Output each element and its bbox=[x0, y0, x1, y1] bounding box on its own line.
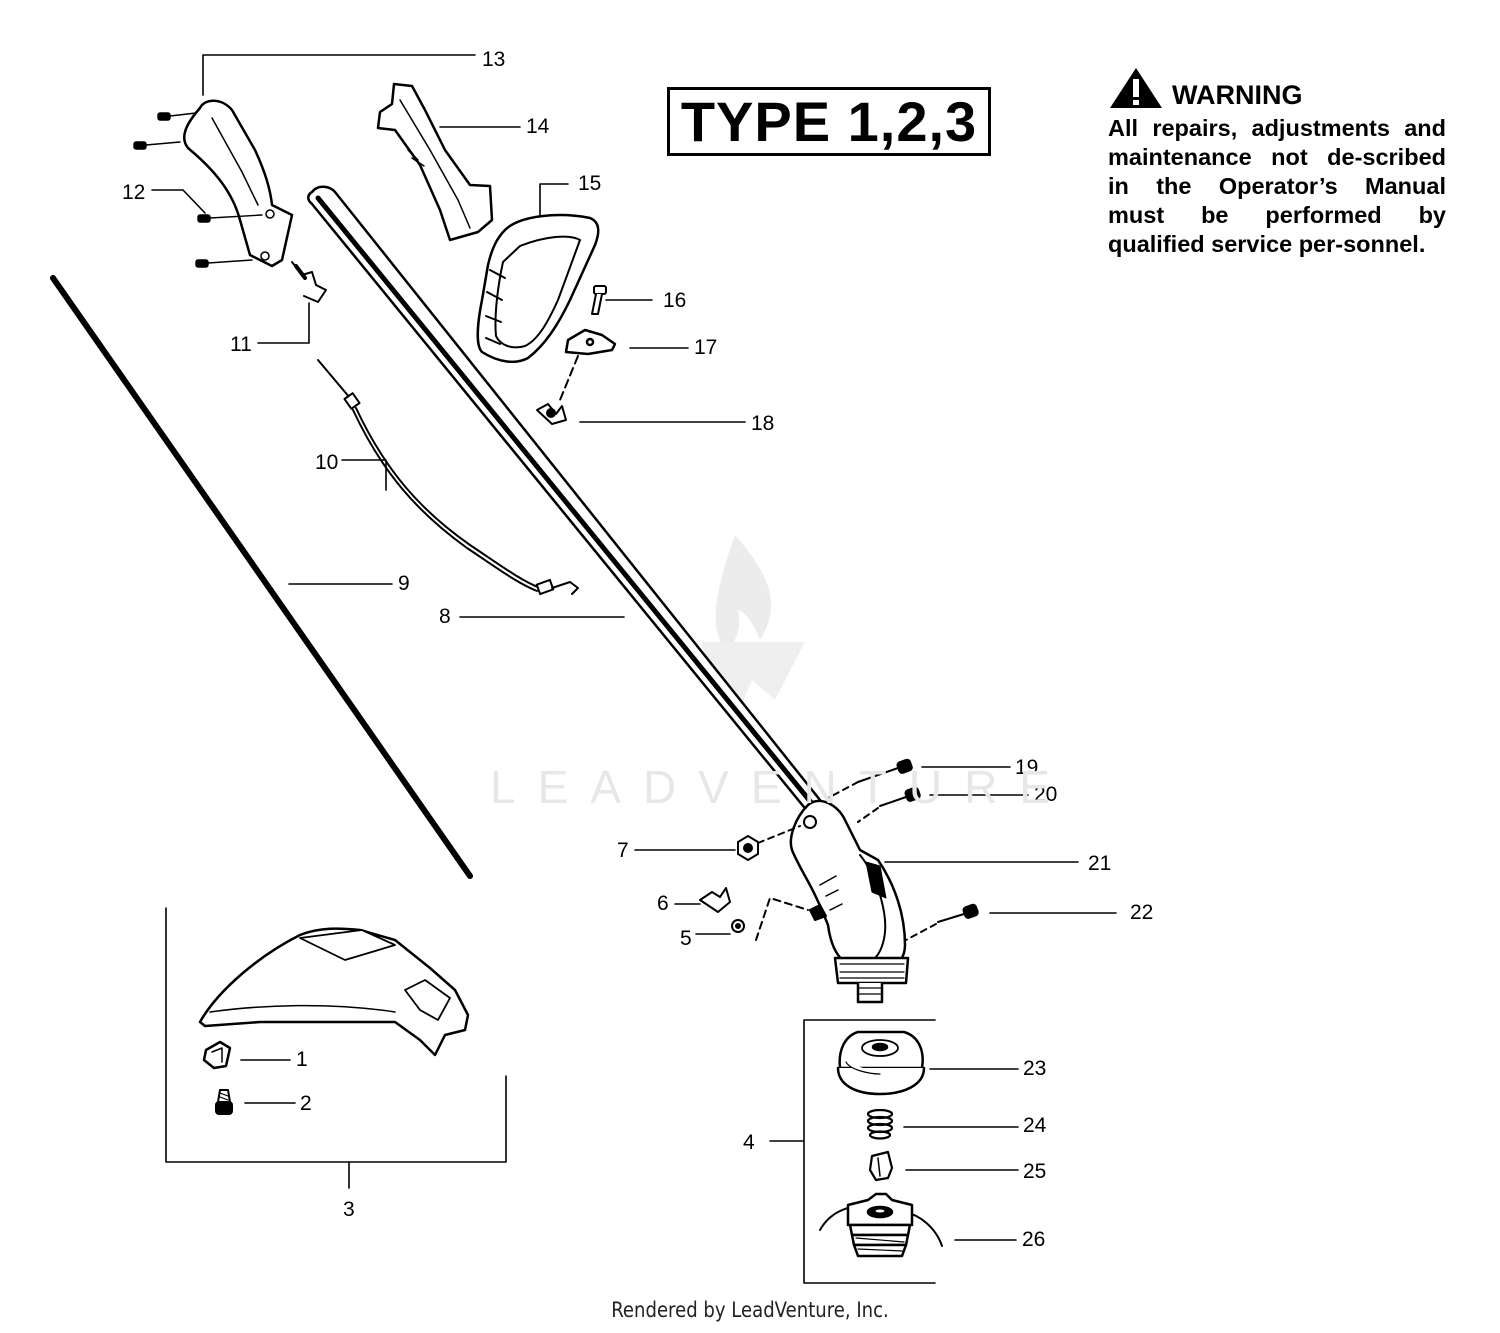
part-12-screws bbox=[133, 112, 263, 268]
callout-16: 16 bbox=[663, 289, 687, 312]
callout-21: 21 bbox=[1088, 852, 1112, 875]
leader-lines bbox=[151, 54, 1117, 1241]
type-label-box: TYPE 1,2,3 bbox=[667, 87, 991, 156]
callout-11: 11 bbox=[230, 333, 252, 356]
callout-24: 24 bbox=[1023, 1114, 1047, 1137]
part-9-drive-shaft bbox=[50, 275, 477, 879]
callout-18: 18 bbox=[751, 412, 775, 435]
callout-2: 2 bbox=[300, 1092, 312, 1115]
part-17-clamp bbox=[564, 328, 617, 356]
callout-12: 12 bbox=[122, 181, 146, 204]
callout-14: 14 bbox=[526, 115, 550, 138]
part-21-housing bbox=[789, 799, 910, 1004]
part-2-screw bbox=[215, 1089, 233, 1115]
callout-4: 4 bbox=[743, 1131, 755, 1154]
warning-triangle-icon bbox=[1110, 68, 1162, 108]
callout-26: 26 bbox=[1022, 1228, 1046, 1251]
part-7-nut bbox=[737, 825, 801, 861]
footer-credit: Rendered by LeadVenture, Inc. bbox=[611, 1298, 889, 1322]
part-5-6-knob-washer bbox=[699, 887, 827, 941]
bracket-4 bbox=[803, 1019, 936, 1284]
callout-3: 3 bbox=[343, 1198, 355, 1221]
type-label: TYPE 1,2,3 bbox=[680, 90, 978, 153]
callout-17: 17 bbox=[694, 336, 718, 359]
warning-header: WARNING bbox=[1108, 66, 1446, 110]
part-22-screw bbox=[905, 903, 979, 941]
callout-20: 20 bbox=[1034, 783, 1058, 806]
part-13-throttle-handle bbox=[183, 99, 294, 268]
warning-block: WARNING All repairs, adjustments and mai… bbox=[1108, 66, 1446, 259]
part-16-bolt bbox=[591, 285, 607, 315]
callout-5: 5 bbox=[680, 927, 692, 950]
part-14-handle bbox=[376, 82, 494, 242]
part-25-eyelet bbox=[868, 1150, 894, 1182]
warning-title: WARNING bbox=[1172, 80, 1303, 110]
callout-1: 1 bbox=[296, 1048, 308, 1071]
callout-13: 13 bbox=[482, 48, 506, 71]
callout-22: 22 bbox=[1130, 901, 1154, 924]
part-26-spool bbox=[819, 1192, 943, 1258]
part-19-20-screws bbox=[827, 758, 921, 823]
callout-6: 6 bbox=[657, 892, 669, 915]
part-11-clip bbox=[291, 261, 327, 303]
callout-23: 23 bbox=[1023, 1057, 1047, 1080]
callout-15: 15 bbox=[578, 172, 602, 195]
callout-10: 10 bbox=[315, 451, 339, 474]
warning-text: All repairs, adjustments and maintenance… bbox=[1108, 115, 1446, 257]
callout-25: 25 bbox=[1023, 1160, 1047, 1183]
watermark-text: LEADVENTURE bbox=[490, 761, 1072, 813]
part-23-spool-cover bbox=[836, 1030, 926, 1096]
callout-7: 7 bbox=[617, 839, 629, 862]
part-24-spring bbox=[866, 1108, 894, 1140]
callout-9: 9 bbox=[398, 572, 410, 595]
callout-8: 8 bbox=[439, 605, 451, 628]
part-3-guard bbox=[198, 927, 470, 1057]
part-15-assist-handle bbox=[476, 213, 600, 364]
part-1-clip bbox=[202, 1040, 232, 1070]
callout-19: 19 bbox=[1015, 756, 1039, 779]
bracket-3 bbox=[165, 907, 507, 1189]
part-18-wing-nut bbox=[536, 355, 579, 425]
part-10-throttle-cable bbox=[317, 359, 579, 596]
